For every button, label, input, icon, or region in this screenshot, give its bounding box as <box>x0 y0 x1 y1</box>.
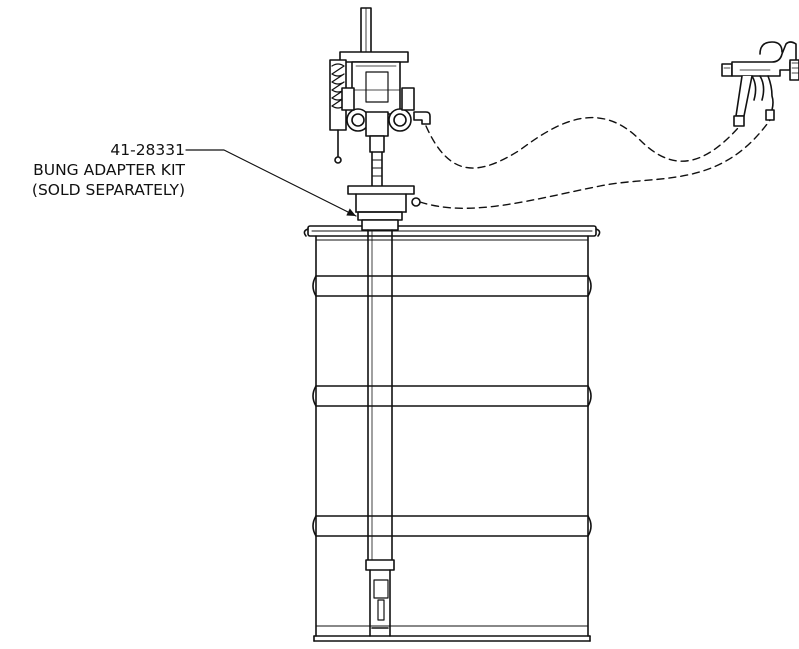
spray-gun-icon <box>721 41 799 127</box>
fluid-hose-icon <box>425 116 739 169</box>
bung-adapter-callout: 41-28331 BUNG ADAPTER KIT (SOLD SEPARATE… <box>32 140 185 200</box>
air-hose-icon <box>419 119 771 209</box>
pump-tube <box>357 211 403 637</box>
leader-arrow-icon <box>185 149 357 217</box>
callout-note: (SOLD SEPARATELY) <box>31 181 185 199</box>
pump-icon <box>329 7 431 213</box>
drum-icon <box>303 225 601 642</box>
callout-part-number: 41-28331 <box>110 141 185 159</box>
callout-title: BUNG ADAPTER KIT <box>33 161 185 179</box>
